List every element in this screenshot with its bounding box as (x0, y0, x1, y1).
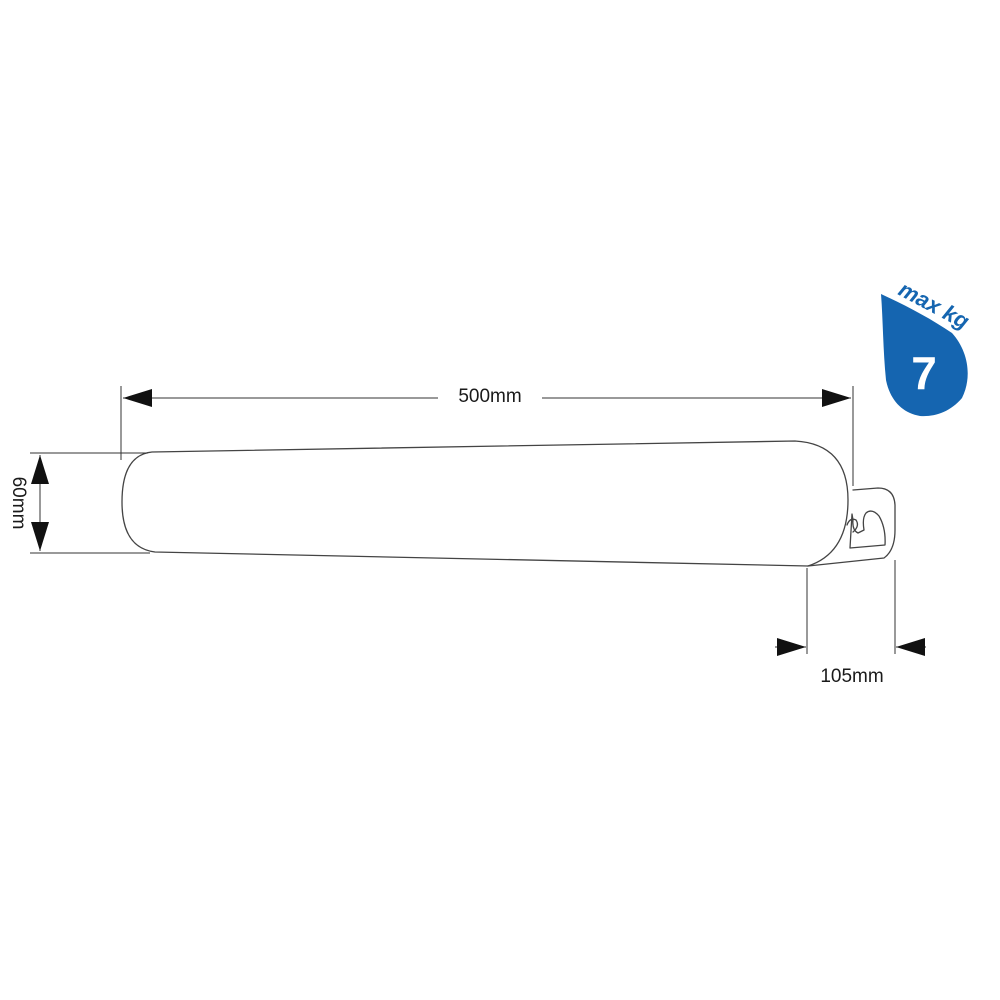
arrow-up-icon (31, 455, 49, 484)
depth-dimension: 105mm (775, 560, 926, 687)
shelf-outline (121, 440, 896, 567)
height-dimension: 60mm (8, 452, 150, 554)
height-label: 60mm (8, 477, 29, 530)
shelf-body (121, 440, 849, 567)
length-label: 500mm (458, 386, 521, 407)
bracket-slot (846, 518, 859, 533)
arrow-right-icon (777, 638, 806, 656)
weight-drop-icon (881, 294, 968, 417)
bracket-hook (849, 510, 886, 549)
depth-label: 105mm (820, 666, 883, 687)
max-kg-value: 7 (911, 347, 937, 399)
arrow-left-icon (123, 389, 152, 407)
max-load-badge: max kg 7 (881, 276, 974, 417)
length-dimension: 500mm (120, 386, 854, 486)
arrow-left-icon (896, 638, 925, 656)
arrow-right-icon (822, 389, 851, 407)
wall-bracket (807, 487, 896, 567)
arrow-down-icon (31, 522, 49, 551)
